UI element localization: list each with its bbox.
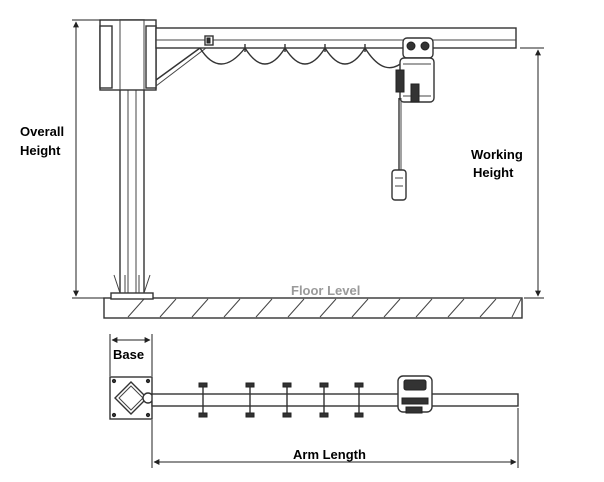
- floor-hatch-line: [511, 298, 522, 318]
- floor-hatch-line: [287, 298, 305, 318]
- jib-arm: [155, 27, 517, 87]
- floor-hatch-line: [447, 298, 465, 318]
- hoist-plan: [397, 375, 433, 414]
- floor-hatch-line: [255, 298, 273, 318]
- overall-height-dimension: [72, 19, 118, 299]
- floor-level-label: Floor Level: [291, 283, 360, 298]
- festoon-trolleys-plan: [198, 382, 364, 418]
- base-plate: [109, 376, 154, 420]
- floor-hatch-line: [319, 298, 337, 318]
- arm-length-dimension: [151, 408, 519, 468]
- festoon-cable: [199, 44, 406, 69]
- floor-hatch-line: [127, 298, 145, 318]
- floor-hatch-line: [351, 298, 369, 318]
- working-height-label-line2: Height: [473, 165, 514, 180]
- side-view: Overall Height Working Height Floor Leve…: [20, 19, 544, 319]
- trolley-hoist: [391, 37, 435, 201]
- overall-height-label-line2: Height: [20, 143, 61, 158]
- floor-hatch-line: [159, 298, 177, 318]
- floor-hatch-line: [415, 298, 433, 318]
- floor-hatch-line: [191, 298, 209, 318]
- arm-length-label: Arm Length: [293, 447, 366, 462]
- floor-hatch-line: [479, 298, 497, 318]
- base-label: Base: [113, 347, 144, 362]
- working-height-dimension: [520, 47, 544, 299]
- floor-hatch-line: [383, 298, 401, 318]
- jib-arm-plan: [151, 393, 519, 407]
- floor-hatch-line: [223, 298, 241, 318]
- floor-slab: [103, 297, 523, 319]
- plan-view: Base Arm Length: [109, 334, 519, 468]
- base-dimension: [109, 334, 153, 376]
- working-height-label-line1: Working: [471, 147, 523, 162]
- slewing-head: [99, 19, 157, 91]
- overall-height-label-line1: Overall: [20, 124, 64, 139]
